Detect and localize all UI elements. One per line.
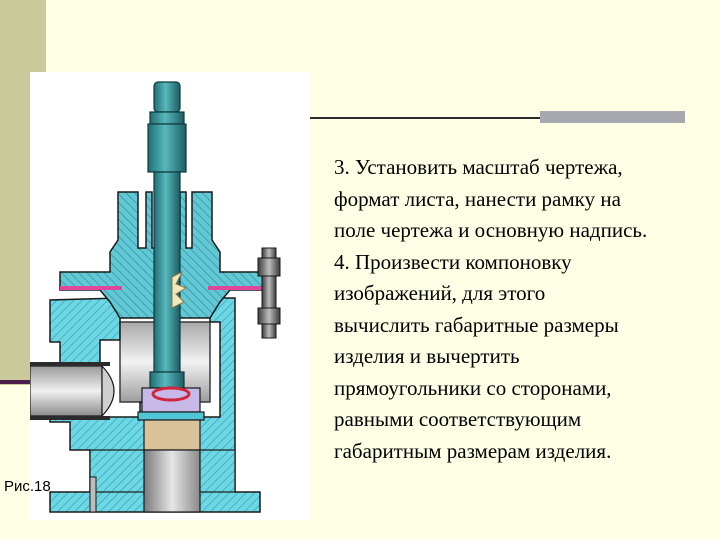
instructions-text: 3. Установить масштаб чертежа, формат ли… [334, 152, 720, 467]
text-line: габаритным размерам изделия. [334, 438, 612, 463]
seat-bushing [137, 411, 205, 451]
figure-caption: Рис.18 [4, 478, 51, 495]
text-line: 4. Произвести компоновку [334, 249, 572, 274]
text-line: изделия и вычертить [334, 344, 520, 368]
packing-thread [171, 270, 188, 309]
text-line: равными соответствующим [334, 407, 582, 431]
text-line: прямоугольники со сторонами, [334, 375, 612, 400]
text-line: 3. Установить масштаб чертежа, [334, 155, 623, 179]
spindle [147, 81, 187, 389]
gasket-left [60, 286, 122, 290]
text-line: вычислить габаритные размеры [334, 312, 619, 337]
valve-section-drawing [30, 81, 281, 513]
gasket-right [208, 286, 270, 290]
accent-line [0, 380, 36, 384]
header-rule-thick [540, 111, 685, 123]
inlet-pipe [143, 449, 201, 513]
text-line: формат листа, нанести рамку на [334, 186, 621, 211]
valve-drawing-figure [30, 72, 310, 520]
header-rule-thin [300, 117, 540, 119]
text-line: поле чертежа и основную надпись. [334, 218, 648, 242]
stud-bolt [257, 247, 281, 339]
valve-disc [141, 386, 201, 413]
text-line: изображений, для этого [334, 281, 546, 305]
side-outlet [30, 362, 115, 420]
